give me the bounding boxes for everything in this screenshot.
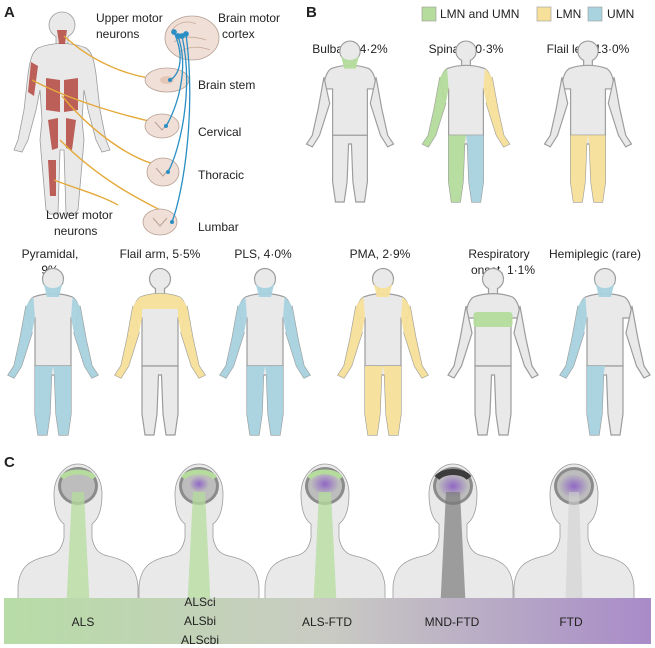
legend: LMN and UMN LMN UMN [421, 6, 634, 22]
phenotype-label-pls: PLS, 4·0% [234, 247, 292, 261]
lumbar-label: Lumbar [198, 220, 239, 234]
phenotype-figure-flail-arm [114, 267, 206, 436]
legend-item-umn: UMN [587, 6, 634, 22]
cervical-section [144, 113, 180, 139]
upper-motor-neurons-label-2: neurons [96, 27, 139, 41]
spectrum-label-als: ALS [72, 615, 95, 629]
lower-motor-neurons-label-2: neurons [54, 224, 97, 238]
phenotype-label-respiratory-1: Respiratory [468, 247, 529, 261]
upper-motor-neuron-lines [165, 29, 191, 223]
lumbar-section [142, 208, 178, 236]
phenotype-figure-spinal [421, 40, 511, 203]
spectrum-figure-alsci [138, 463, 260, 614]
panel-b-label: B [306, 4, 317, 21]
brain-motor-cortex-label-2: cortex [222, 27, 255, 41]
spectrum-figure-als [17, 463, 139, 614]
brain-stem-label: Brain stem [198, 78, 255, 92]
spectrum-label-alscbi: ALScbi [181, 633, 219, 647]
legend-swatch-umn [587, 6, 603, 22]
thoracic-label: Thoracic [198, 168, 244, 182]
phenotype-figure-bulbar [305, 40, 395, 203]
thoracic-section [146, 157, 180, 187]
spectrum-bar [4, 598, 651, 644]
brain-motor-cortex-label-1: Brain motor [218, 11, 280, 25]
neuron-synapse-dots [164, 78, 174, 224]
panel-a-label: A [4, 4, 15, 21]
panel-c-label: C [4, 454, 15, 471]
phenotype-figure-respiratory-onset [447, 267, 539, 436]
legend-label-lmn: LMN [556, 7, 581, 21]
spectrum-label-mnd-ftd: MND-FTD [425, 615, 480, 629]
spectrum-figure-mnd-ftd [392, 463, 514, 614]
phenotype-figure-pyramidal [7, 267, 99, 436]
lower-motor-neurons-label-1: Lower motor [46, 208, 113, 222]
phenotype-figure-flail-leg [543, 40, 633, 203]
phenotype-label-flail-arm: Flail arm, 5·5% [120, 247, 201, 261]
legend-label-lmn-and-umn: LMN and UMN [440, 7, 519, 21]
spectrum-label-ftd: FTD [559, 615, 583, 629]
phenotype-label-pyramidal-1: Pyramidal, [22, 247, 79, 261]
spectrum-label-alsbi: ALSbi [184, 614, 216, 628]
cervical-label: Cervical [198, 125, 241, 139]
brain-stem-section [144, 67, 190, 93]
spectrum-figure-als-ftd [264, 463, 386, 614]
upper-motor-neurons-label-1: Upper motor [96, 11, 163, 25]
legend-label-umn: UMN [607, 7, 634, 21]
legend-item-lmn: LMN [536, 6, 581, 22]
brain-motor-cortex [164, 15, 220, 61]
legend-item-lmn-and-umn: LMN and UMN [421, 6, 519, 22]
spectrum-label-alsci: ALSci [184, 595, 215, 609]
phenotype-figure-pls [219, 267, 311, 436]
phenotype-label-hemiplegic: Hemiplegic (rare) [549, 247, 641, 261]
spectrum-figure-ftd [513, 463, 635, 614]
phenotype-figure-hemiplegic [559, 267, 651, 436]
legend-swatch-lmn [536, 6, 552, 22]
legend-swatch-lmn-and-umn [421, 6, 437, 22]
phenotype-figure-pma [337, 267, 429, 436]
spectrum-label-als-ftd: ALS-FTD [302, 615, 352, 629]
phenotype-label-pma: PMA, 2·9% [350, 247, 411, 261]
